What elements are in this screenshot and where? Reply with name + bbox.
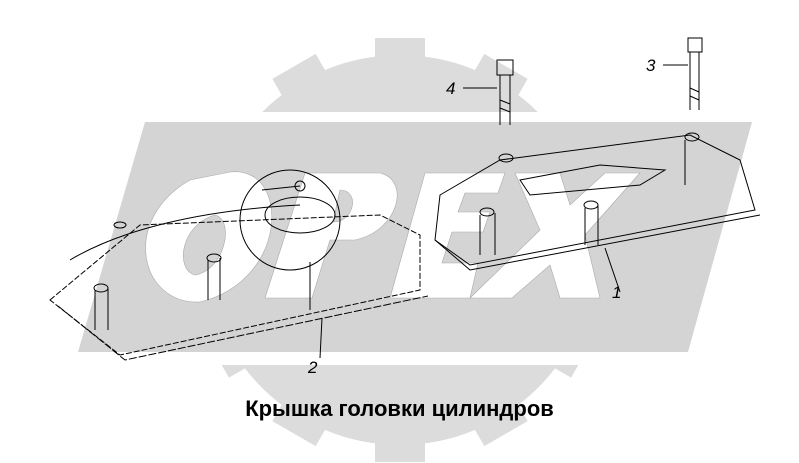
callout-1: 1 bbox=[612, 283, 622, 302]
callout-3: 3 bbox=[646, 56, 656, 75]
bolt-4 bbox=[496, 59, 514, 125]
callout-4: 4 bbox=[446, 79, 456, 98]
cylinder-head-cover-drawing bbox=[49, 37, 761, 361]
bolt-3 bbox=[687, 37, 703, 110]
diagram-caption: Крышка головки цилиндров bbox=[245, 396, 554, 421]
callout-2: 2 bbox=[308, 358, 318, 377]
